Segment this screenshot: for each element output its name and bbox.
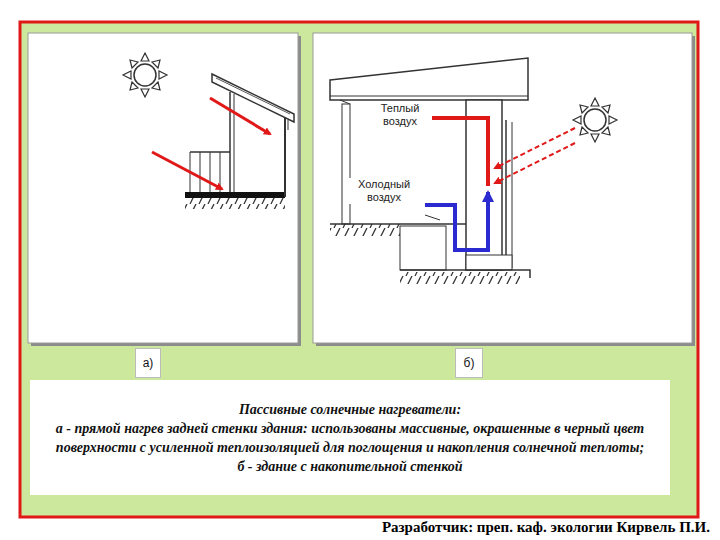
caption-item: б - здание с накопительной стенкой [50,457,650,476]
panel-tag: б) [455,348,483,378]
caption-box: Пассивные солнечные нагреватели:а - прям… [30,380,670,495]
author-note: Разработчик: преп. каф. экологии Кирвель… [290,517,710,537]
panel-tag: а) [135,348,161,378]
panel-letter: б) [458,354,480,372]
caption-item: а - прямой нагрев задней стенки здания: … [50,419,650,457]
air-label: Теплый воздух [368,102,432,128]
panel-letter: а) [138,354,158,372]
air-label: Холодный воздух [348,178,420,204]
caption-heading: Пассивные солнечные нагреватели: [50,400,650,419]
